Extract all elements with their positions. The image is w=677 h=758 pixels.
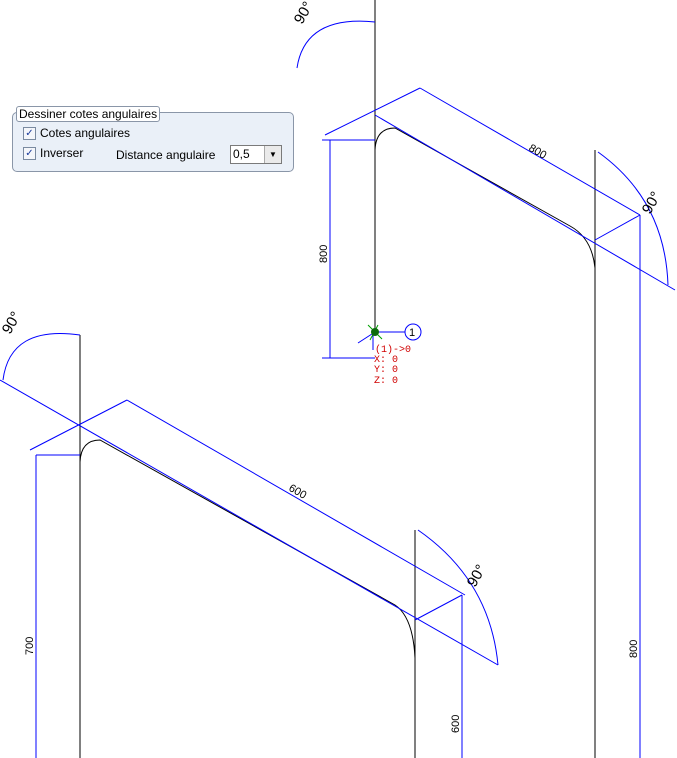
dimension-lines-top	[296, 20, 676, 758]
bottom-assembly: 600 700 600 90° 90°	[0, 309, 499, 758]
checkbox-checked-icon[interactable]: ✓	[23, 146, 36, 160]
marker-circle-icon	[404, 323, 422, 341]
dim-bottom-right: 600	[450, 715, 462, 733]
dimension-lines-bottom	[0, 333, 499, 758]
origin-icon	[371, 328, 379, 336]
inverser-checkbox[interactable]: ✓ Inverser	[23, 146, 83, 160]
cotes-angulaires-checkbox[interactable]: ✓ Cotes angulaires	[23, 126, 130, 140]
distance-angulaire-label: Distance angulaire	[116, 148, 216, 162]
panel-title: Dessiner cotes angulaires	[16, 106, 161, 122]
dim-bottom-horizontal: 600	[287, 482, 309, 502]
inverser-label: Inverser	[40, 146, 84, 160]
angle-bottom-right: 90°	[464, 562, 490, 590]
angle-bottom-top: 90°	[0, 309, 25, 337]
pipe-bottom	[79, 335, 416, 758]
origin-marker[interactable]: 1 (1)->0 X: 0 Y: 0 Z: 0	[357, 323, 422, 387]
marker-label: 1	[409, 327, 415, 339]
checkbox-checked-icon[interactable]: ✓	[23, 126, 36, 140]
coord-y: Y: 0	[374, 365, 398, 376]
dim-top-horizontal: 800	[527, 142, 549, 162]
distance-angulaire-select[interactable]: 0,5 ▼	[230, 145, 282, 164]
coord-x: X: 0	[374, 355, 398, 366]
dim-top-right: 800	[628, 640, 640, 658]
chevron-down-icon[interactable]: ▼	[264, 146, 281, 163]
pipe-top	[374, 0, 596, 758]
coord-z: Z: 0	[374, 376, 398, 387]
angular-dimensions-panel: Dessiner cotes angulaires ✓ Cotes angula…	[12, 106, 294, 172]
angle-top-top: 90°	[291, 0, 317, 27]
dim-top-left: 800	[318, 245, 330, 263]
origin-label: (1)->0	[375, 344, 411, 356]
angle-top-right: 90°	[639, 189, 665, 217]
dim-bottom-left: 700	[24, 637, 36, 655]
top-assembly: 800 800 800 90° 90°	[291, 0, 676, 758]
distance-angulaire-value: 0,5	[233, 147, 250, 161]
cotes-angulaires-label: Cotes angulaires	[40, 126, 131, 140]
